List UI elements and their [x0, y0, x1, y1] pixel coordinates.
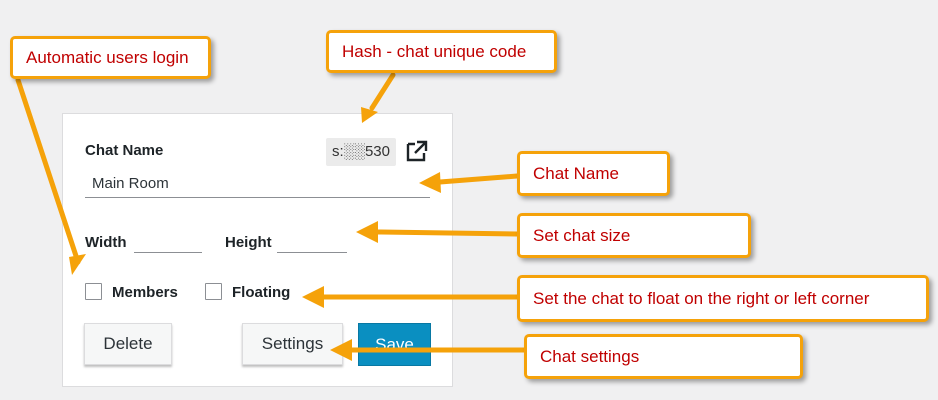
chat-hash-code: s:░░530 — [326, 138, 396, 166]
delete-button[interactable]: Delete — [84, 323, 172, 365]
chat-name-label: Chat Name — [85, 142, 164, 159]
settings-button[interactable]: Settings — [242, 323, 343, 365]
callout-hash: Hash - chat unique code — [326, 30, 557, 73]
height-label: Height — [225, 234, 272, 251]
save-button[interactable]: Save — [358, 323, 431, 366]
callout-auto-login: Automatic users login — [10, 36, 211, 79]
height-input[interactable] — [277, 231, 347, 253]
callout-floating: Set the chat to float on the right or le… — [517, 275, 929, 322]
chat-name-input[interactable] — [85, 170, 430, 198]
callout-chat-size: Set chat size — [517, 213, 751, 258]
callout-chat-name: Chat Name — [517, 151, 670, 196]
floating-label: Floating — [232, 284, 291, 301]
width-label: Width — [85, 234, 127, 251]
external-link-icon[interactable] — [405, 139, 429, 163]
members-label: Members — [112, 284, 178, 301]
width-input[interactable] — [134, 231, 202, 253]
members-checkbox[interactable] — [85, 283, 102, 300]
callout-chat-settings: Chat settings — [524, 334, 803, 379]
floating-checkbox[interactable] — [205, 283, 222, 300]
